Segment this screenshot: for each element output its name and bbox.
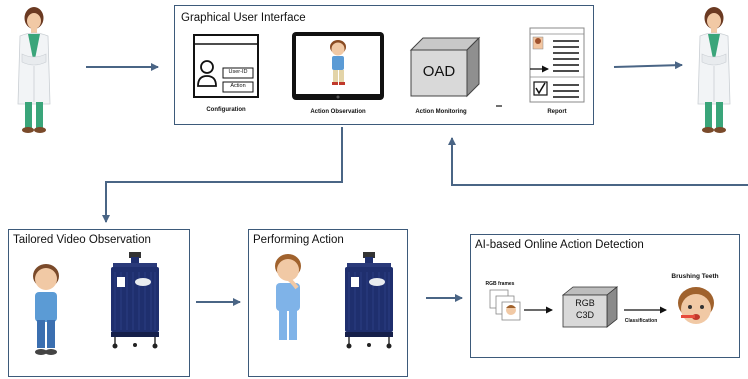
rgb-frames-label: RGB frames xyxy=(485,281,515,287)
arrow-gui-to-clinician xyxy=(613,61,683,70)
classification-label: Classification xyxy=(624,318,658,324)
stage-performing-action: Performing Action xyxy=(248,229,408,377)
configuration-panel xyxy=(193,34,259,98)
model-line-2: C3D xyxy=(575,310,594,320)
stage-title-ai-oad: AI-based Online Action Detection xyxy=(475,239,644,251)
arrow-feedback-to-gui xyxy=(448,137,748,186)
brushing-boy-icon xyxy=(275,254,301,340)
oad-cube-icon xyxy=(409,36,481,98)
report-document-icon xyxy=(529,27,585,103)
brushing-boy-icon xyxy=(678,287,714,324)
tablet-icon xyxy=(292,32,384,100)
gui-title: Graphical User Interface xyxy=(181,12,306,24)
config-action-field: Action xyxy=(230,83,246,89)
arrow-gui-to-video-observation xyxy=(102,127,343,223)
gui-panel: Graphical User Interface User-ID Action … xyxy=(174,5,594,125)
configuration-label: Configuration xyxy=(206,107,246,113)
config-user-id-field: User-ID xyxy=(228,69,248,75)
brushing-teeth-label: Brushing Teeth xyxy=(671,273,719,280)
model-line-1: RGB xyxy=(575,298,595,308)
stage-tailored-video-observation: Tailored Video Observation xyxy=(8,229,190,377)
video-frames-icon xyxy=(489,289,521,321)
user-profile-icon xyxy=(200,60,214,74)
stage-title-performing-action: Performing Action xyxy=(253,234,344,246)
c3d-cube-icon xyxy=(561,286,619,328)
stage-title-video-observation: Tailored Video Observation xyxy=(13,234,151,246)
boy-icon xyxy=(33,264,59,355)
report-label: Report xyxy=(547,109,567,115)
action-monitoring-label: Action Monitoring xyxy=(415,109,467,115)
boy-icon xyxy=(330,40,346,85)
stage-ai-online-action-detection: AI-based Online Action Detection RGB fra… xyxy=(470,234,740,358)
oad-text: OAD xyxy=(422,63,456,80)
action-observation-label: Action Observation xyxy=(310,109,366,115)
